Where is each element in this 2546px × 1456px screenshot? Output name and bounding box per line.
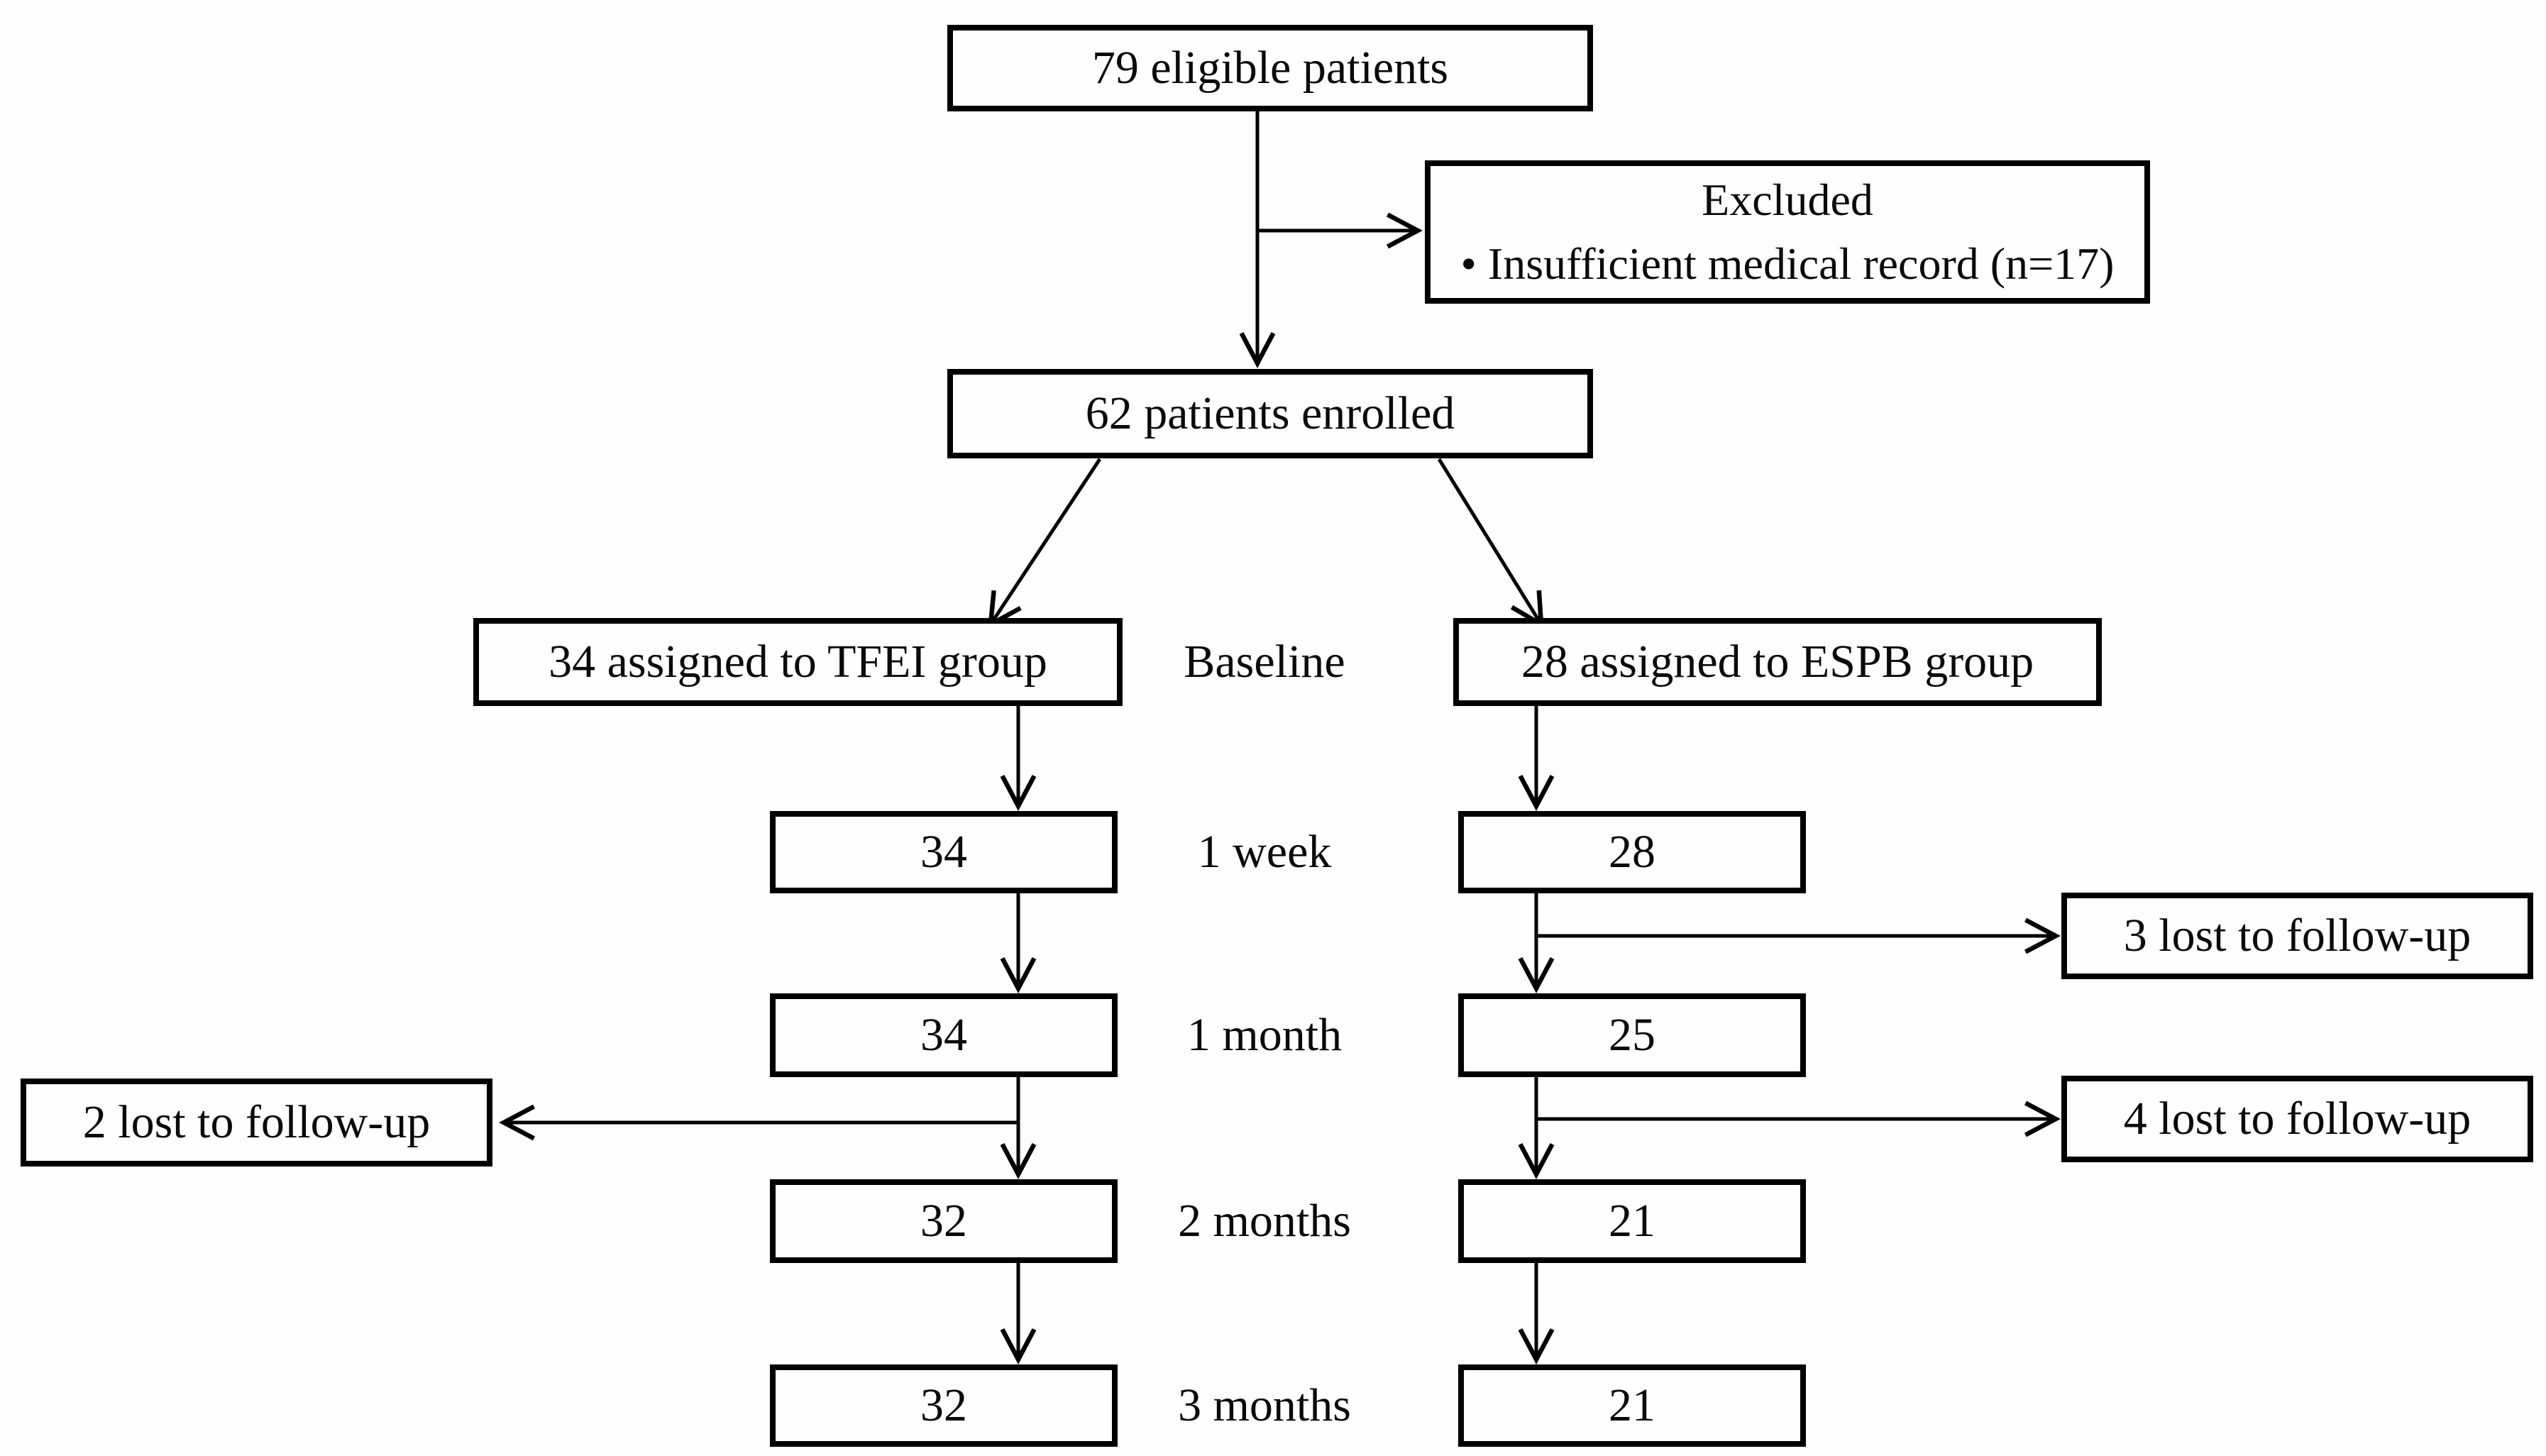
espb-count-box-1week: 28 [1458,811,1806,893]
tfei-count-2months: 32 [920,1195,967,1247]
excluded-reason: • Insufficient medical record (n=17) [1460,238,2115,289]
espb-group-label: 28 assigned to ESPB group [1521,636,2034,688]
espb-count-box-1month: 25 [1458,993,1806,1077]
lost-followup-espb-1month-label: 3 lost to follow-up [2123,910,2471,962]
tfei-count-box-3months: 32 [770,1364,1118,1447]
espb-count-box-3months: 21 [1458,1364,1806,1447]
espb-count-2months: 21 [1609,1195,1655,1247]
arrow-enrolled-to-tfei [988,458,1102,629]
timeline-label-1month-text: 1 month [1186,1009,1343,1061]
tfei-count-3months: 32 [920,1379,967,1432]
tfei-group-label: 34 assigned to TFEI group [549,636,1047,688]
excluded-box: Excluded • Insufficient medical record (… [1425,160,2150,304]
enrolled-patients-box: 62 patients enrolled [947,369,1593,458]
lost-followup-box-espb-2months: 4 lost to follow-up [2061,1076,2533,1162]
lost-followup-tfei-2months-label: 2 lost to follow-up [82,1096,431,1149]
timeline-label-baseline-text: Baseline [1184,636,1345,688]
espb-count-3months: 21 [1609,1379,1655,1432]
eligible-patients-label: 79 eligible patients [1091,42,1449,94]
espb-count-box-2months: 21 [1458,1179,1806,1263]
lost-followup-espb-2months-label: 4 lost to follow-up [2123,1093,2471,1145]
arrow-enrolled-to-espb [1437,458,1544,629]
timeline-label-1month: 1 month [1144,993,1385,1077]
timeline-label-3months-text: 3 months [1178,1379,1351,1431]
tfei-count-1week: 34 [920,826,967,878]
lost-followup-box-espb-1month: 3 lost to follow-up [2061,893,2533,979]
timeline-label-3months: 3 months [1144,1364,1385,1447]
tfei-count-box-2months: 32 [770,1179,1118,1263]
tfei-count-box-1month: 34 [770,993,1118,1077]
timeline-label-1week: 1 week [1144,811,1385,893]
tfei-count-1month: 34 [920,1009,967,1061]
tfei-count-box-1week: 34 [770,811,1118,893]
timeline-label-2months-text: 2 months [1178,1195,1351,1247]
timeline-label-baseline: Baseline [1144,618,1385,706]
espb-group-box: 28 assigned to ESPB group [1453,618,2102,706]
timeline-label-2months: 2 months [1144,1179,1385,1263]
espb-count-1week: 28 [1609,826,1655,878]
excluded-title: Excluded [1702,175,1873,226]
tfei-group-box: 34 assigned to TFEI group [473,618,1123,706]
timeline-label-1week-text: 1 week [1197,826,1332,878]
eligible-patients-box: 79 eligible patients [947,25,1593,111]
espb-count-1month: 25 [1609,1009,1655,1061]
enrolled-patients-label: 62 patients enrolled [1085,387,1455,440]
lost-followup-box-tfei-2months: 2 lost to follow-up [21,1079,492,1167]
